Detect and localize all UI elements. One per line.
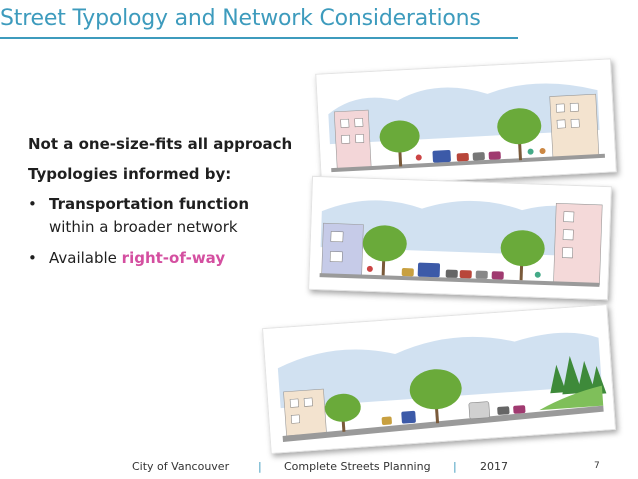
heading-typologies: Typologies informed by: [28, 165, 232, 183]
bullet-transportation-continuation: within a broader network [49, 218, 238, 236]
footer-organization: City of Vancouver [132, 460, 230, 473]
right-of-way-highlight: right-of-way [121, 249, 226, 267]
slide-title: Street Typology and Network Consideratio… [0, 6, 481, 31]
title-underline [0, 37, 518, 39]
street-cross-section-illustration [308, 175, 612, 301]
bullet-transportation: • Transportation function [28, 194, 249, 214]
footer-year: 2017 [480, 460, 508, 473]
footer: City of Vancouver | Complete Streets Pla… [0, 460, 638, 476]
street-cross-section-illustration [262, 304, 616, 454]
bullet-icon: • [28, 195, 37, 213]
bullet-icon: • [28, 249, 37, 267]
bullet-transportation-bold: Transportation function [49, 195, 250, 213]
footer-separator: | [258, 460, 262, 473]
heading-one-size: Not a one-size-fits all approach [28, 135, 293, 153]
street-cross-section-illustration [315, 58, 617, 188]
bullet-right-of-way: • Available right-of-way [28, 248, 225, 268]
footer-project: Complete Streets Planning [284, 460, 431, 473]
bullet-available-text: Available [49, 249, 122, 267]
footer-separator: | [453, 460, 457, 473]
page-number: 7 [594, 461, 600, 471]
